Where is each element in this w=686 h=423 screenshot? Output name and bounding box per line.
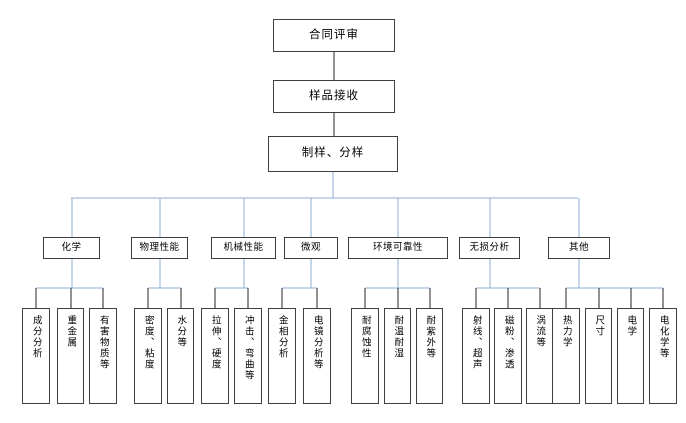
metallography-label: 金相分析 [276,315,288,359]
sample-prep-box[interactable]: 制样、分样 [268,136,398,172]
leaf-dimension[interactable]: 尺寸 [585,308,612,404]
leaf-harmful-substances[interactable]: 有害物质等 [89,308,117,404]
radiography-ultrasound-label: 射线、超声 [470,315,482,370]
leaf-composition-analysis[interactable]: 成分分析 [22,308,50,404]
magnetic-penetrant-label: 磁粉、渗透 [502,315,514,370]
harmful-substances-label: 有害物质等 [97,315,109,370]
environmental-reliability-label: 环境可靠性 [372,241,423,253]
leaf-radiography-ultrasound[interactable]: 射线、超声 [462,308,490,404]
sem-analysis-label: 电镜分析等 [311,315,323,370]
contract-review-label: 合同评审 [309,28,359,41]
contract-review-box[interactable]: 合同评审 [273,19,395,52]
leaf-tensile-hardness[interactable]: 拉伸、硬度 [201,308,229,404]
leaf-electrical[interactable]: 电学 [617,308,644,404]
category-others[interactable]: 其他 [548,237,610,259]
density-viscosity-label: 密度、粘度 [142,315,154,370]
category-microstructure[interactable]: 微观 [284,237,338,259]
category-physical-properties[interactable]: 物理性能 [131,237,188,259]
leaf-sem-analysis[interactable]: 电镜分析等 [303,308,331,404]
temp-humidity-resistance-label: 耐温耐湿 [392,315,404,359]
leaf-temp-humidity-resistance[interactable]: 耐温耐湿 [384,308,411,404]
ndt-analysis-label: 无损分析 [469,241,510,253]
eddy-current-label: 涡流等 [534,315,546,348]
leaf-moisture[interactable]: 水分等 [167,308,194,404]
sample-prep-label: 制样、分样 [301,147,365,160]
electrochemistry-label: 电化学等 [657,315,669,359]
uv-resistance-label: 耐紫外等 [424,315,436,359]
impact-bending-label: 冲击、弯曲等 [242,315,254,381]
category-environmental-reliability[interactable]: 环境可靠性 [348,237,448,259]
leaf-thermodynamics[interactable]: 热力学 [552,308,580,404]
mechanical-properties-label: 机械性能 [223,241,264,253]
leaf-corrosion-resistance[interactable]: 耐腐蚀性 [351,308,379,404]
leaf-electrochemistry[interactable]: 电化学等 [649,308,677,404]
leaf-eddy-current[interactable]: 涡流等 [526,308,553,404]
composition-analysis-label: 成分分析 [30,315,42,359]
physical-properties-label: 物理性能 [139,241,180,253]
leaf-density-viscosity[interactable]: 密度、粘度 [134,308,162,404]
sample-receipt-box[interactable]: 样品接收 [273,80,395,113]
chemistry-label: 化学 [61,241,82,253]
category-mechanical-properties[interactable]: 机械性能 [211,237,276,259]
others-label: 其他 [568,241,589,253]
leaf-impact-bending[interactable]: 冲击、弯曲等 [234,308,262,404]
category-ndt-analysis[interactable]: 无损分析 [459,237,520,259]
category-chemistry[interactable]: 化学 [43,237,100,259]
corrosion-resistance-label: 耐腐蚀性 [359,315,371,359]
moisture-label: 水分等 [175,315,187,348]
electrical-label: 电学 [625,315,637,337]
sample-receipt-label: 样品接收 [309,89,359,102]
tensile-hardness-label: 拉伸、硬度 [209,315,221,370]
leaf-heavy-metals[interactable]: 重金属 [57,308,84,404]
leaf-metallography[interactable]: 金相分析 [268,308,296,404]
heavy-metals-label: 重金属 [65,315,77,348]
leaf-uv-resistance[interactable]: 耐紫外等 [416,308,443,404]
leaf-magnetic-penetrant[interactable]: 磁粉、渗透 [494,308,522,404]
dimension-label: 尺寸 [593,315,605,337]
microstructure-label: 微观 [300,241,321,253]
thermodynamics-label: 热力学 [560,315,572,348]
